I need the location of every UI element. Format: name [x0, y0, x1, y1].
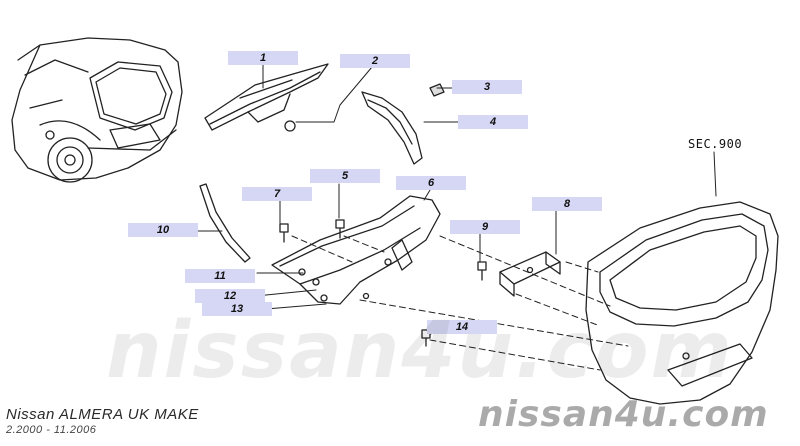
part-label-11: 11 — [185, 269, 255, 283]
part-label-13: 13 — [202, 302, 272, 316]
part-label-8: 8 — [532, 197, 602, 211]
model-name: Nissan ALMERA UK MAKE — [6, 406, 199, 423]
part-label-6: 6 — [396, 176, 466, 190]
part-label-14: 14 — [427, 320, 497, 334]
section-reference: SEC.900 — [688, 137, 743, 151]
part-label-7: 7 — [242, 187, 312, 201]
part-label-10: 10 — [128, 223, 198, 237]
screw-parts — [279, 219, 487, 347]
model-caption: Nissan ALMERA UK MAKE 2.2000 - 11.2006 — [6, 406, 199, 436]
part-label-9: 9 — [450, 220, 520, 234]
part-label-2: 2 — [340, 54, 410, 68]
production-date-range: 2.2000 - 11.2006 — [6, 424, 97, 436]
finisher-panel-part — [271, 195, 441, 305]
watermark-small: nissan4u.com — [478, 394, 769, 435]
part-label-1: 1 — [228, 51, 298, 65]
watermark-large: nissan4u.com — [106, 306, 734, 396]
part-label-3: 3 — [452, 80, 522, 94]
side-strip-part — [361, 91, 423, 165]
bracket-part — [499, 251, 561, 297]
back-door-part — [585, 201, 779, 405]
clip-part — [429, 83, 445, 97]
car-overview-illustration — [11, 37, 183, 183]
part-label-5: 5 — [310, 169, 380, 183]
weatherstrip-part — [199, 183, 251, 263]
part-label-12: 12 — [195, 289, 265, 303]
part-label-4: 4 — [458, 115, 528, 129]
spoiler-part — [204, 63, 329, 132]
